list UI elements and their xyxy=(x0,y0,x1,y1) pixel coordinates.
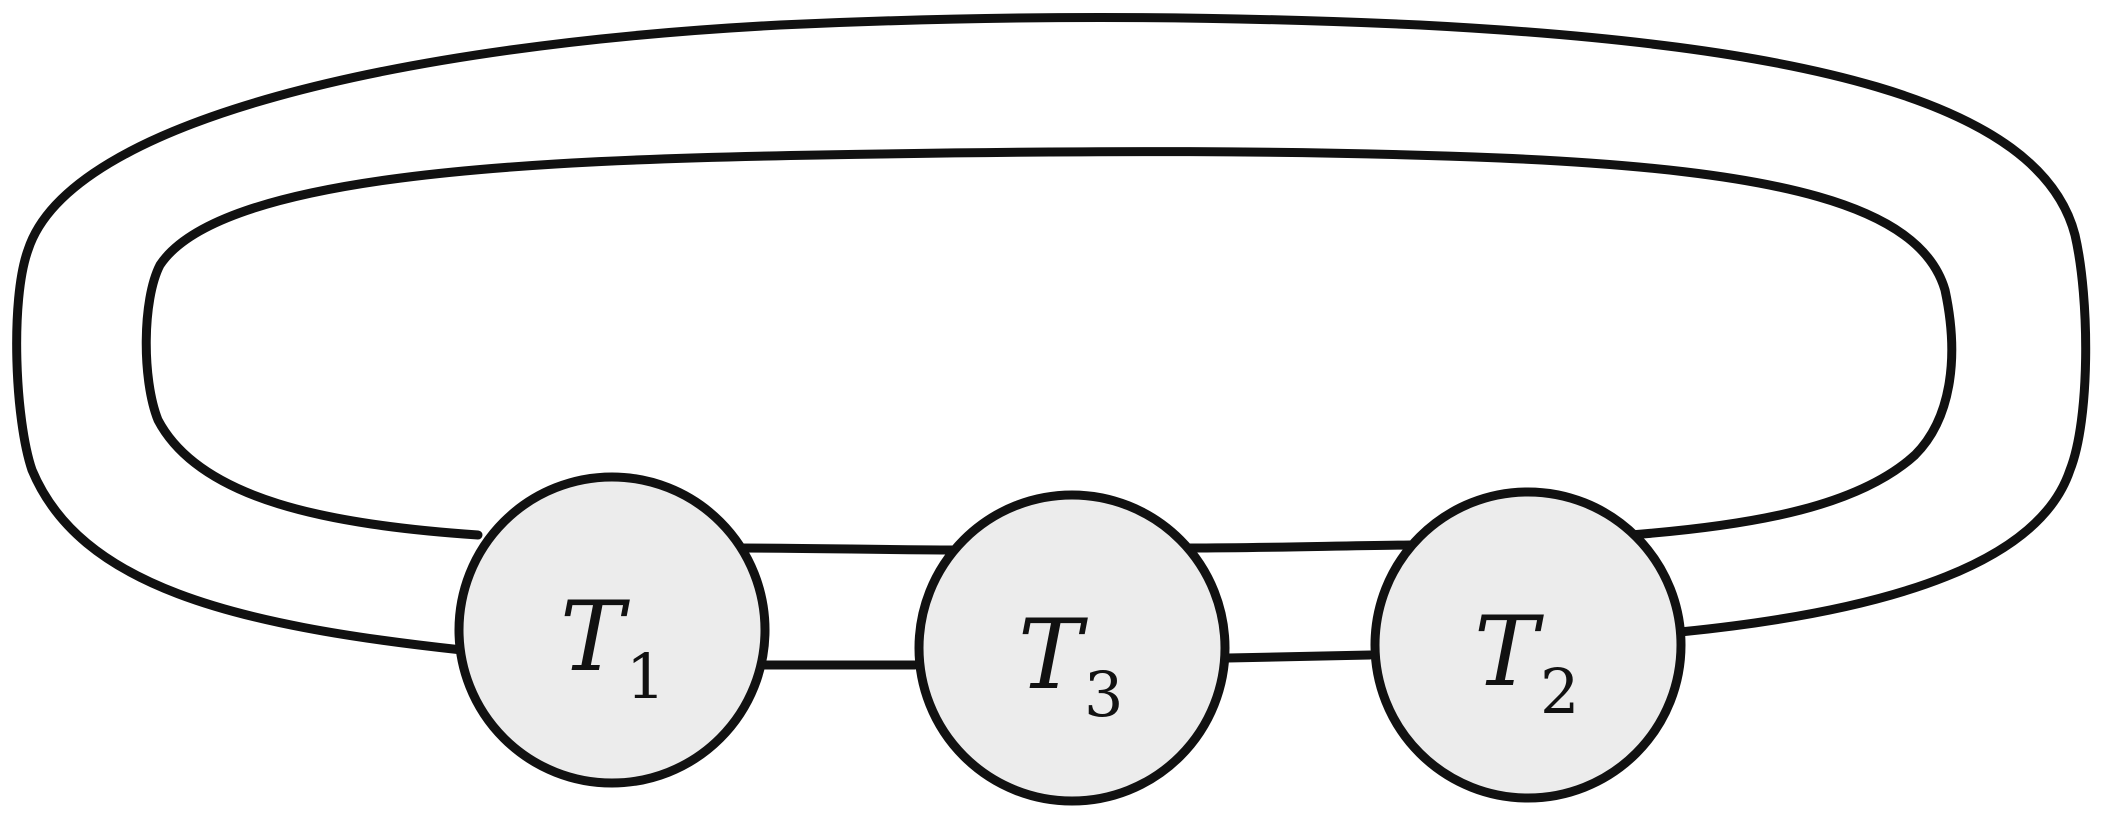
tangle-t2-node: T2 xyxy=(1370,487,1686,803)
tangle-t1-letter: T xyxy=(560,581,630,693)
tangle-t3-node: T3 xyxy=(914,490,1230,806)
tangle-t2-label: T2 xyxy=(1474,596,1579,728)
lower-connector-t3-t2 xyxy=(1223,650,1375,663)
inner-loop-strand xyxy=(141,147,1957,540)
upper-connector-t3-t2 xyxy=(1185,540,1415,553)
tangle-t1-node: T1 xyxy=(454,472,770,788)
tangle-t3-letter: T xyxy=(1018,599,1088,711)
tangle-t2-letter: T xyxy=(1474,596,1544,708)
tangle-t1-subscript: 1 xyxy=(626,640,665,713)
tangle-t1-circle xyxy=(454,472,770,788)
tangle-t2-subscript: 2 xyxy=(1540,655,1579,728)
tangle-t3-circle xyxy=(914,490,1230,806)
tangle-t1-label: T1 xyxy=(560,581,665,713)
tangle-t2-circle xyxy=(1370,487,1686,803)
tangle-t3-subscript: 3 xyxy=(1084,658,1123,731)
upper-connector-t1-t3 xyxy=(735,543,960,555)
outer-loop-strand xyxy=(12,13,2091,655)
tangle-t3-label: T3 xyxy=(1018,599,1123,731)
